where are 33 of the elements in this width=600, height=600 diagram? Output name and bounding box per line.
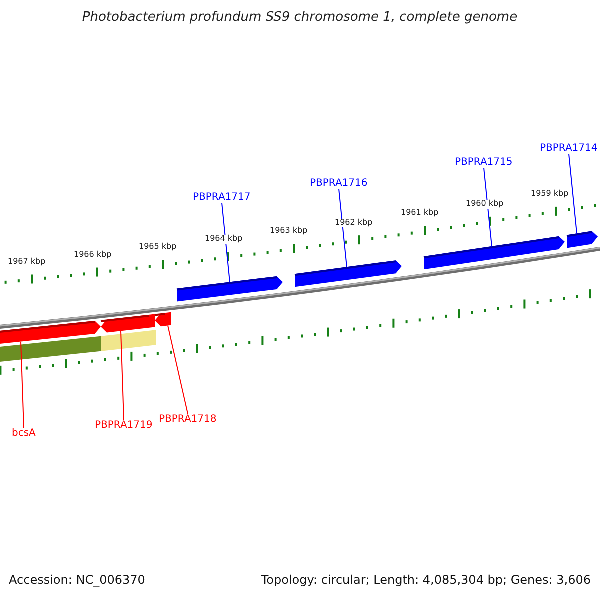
leader-line — [168, 325, 188, 414]
gene-feature — [176, 276, 283, 302]
scale-label: 1962 kbp — [335, 218, 373, 228]
leader-line — [338, 188, 348, 268]
gene-label: bcsA — [12, 428, 36, 439]
leader-line — [20, 341, 24, 428]
footer-text: Accession: NC_006370 — [9, 574, 146, 588]
scale-label: 1963 kbp — [270, 227, 308, 236]
gene-label: PBPRA1718 — [159, 414, 217, 425]
gene-label: PBPRA1719 — [95, 420, 153, 431]
gene-label: PBPRA1716 — [310, 178, 368, 189]
leader-line — [120, 330, 124, 420]
scale-label: 1959 kbp — [531, 190, 569, 199]
gene-feature — [154, 312, 171, 327]
gene-feature — [424, 236, 565, 270]
leader-line — [568, 154, 578, 234]
gene-feature — [294, 260, 402, 288]
leader-line — [484, 168, 492, 248]
gene-feature — [566, 231, 598, 248]
scale-label: 1961 kbp — [401, 209, 439, 218]
feature-bar — [101, 330, 156, 352]
gene-label: PBPRA1717 — [193, 192, 251, 203]
scale-label: 1967 kbp — [8, 258, 46, 267]
gene-label: PBPRA1714 — [540, 143, 598, 154]
feature-bar — [0, 336, 101, 362]
scale-label: 1964 kbp — [205, 235, 243, 244]
scale-label: 1960 kbp — [466, 200, 504, 209]
gene-label: PBPRA1715 — [455, 157, 513, 168]
footer-text: Topology: circular; Length: 4,085,304 bp; Genes: 3,606 — [261, 574, 591, 588]
scale-label: 1966 kbp — [74, 250, 112, 260]
title: Photobacterium profundum SS9 chromosome 1, complete genome — [81, 11, 519, 26]
scale-label: 1965 kbp — [139, 243, 177, 252]
leader-line — [222, 202, 230, 283]
